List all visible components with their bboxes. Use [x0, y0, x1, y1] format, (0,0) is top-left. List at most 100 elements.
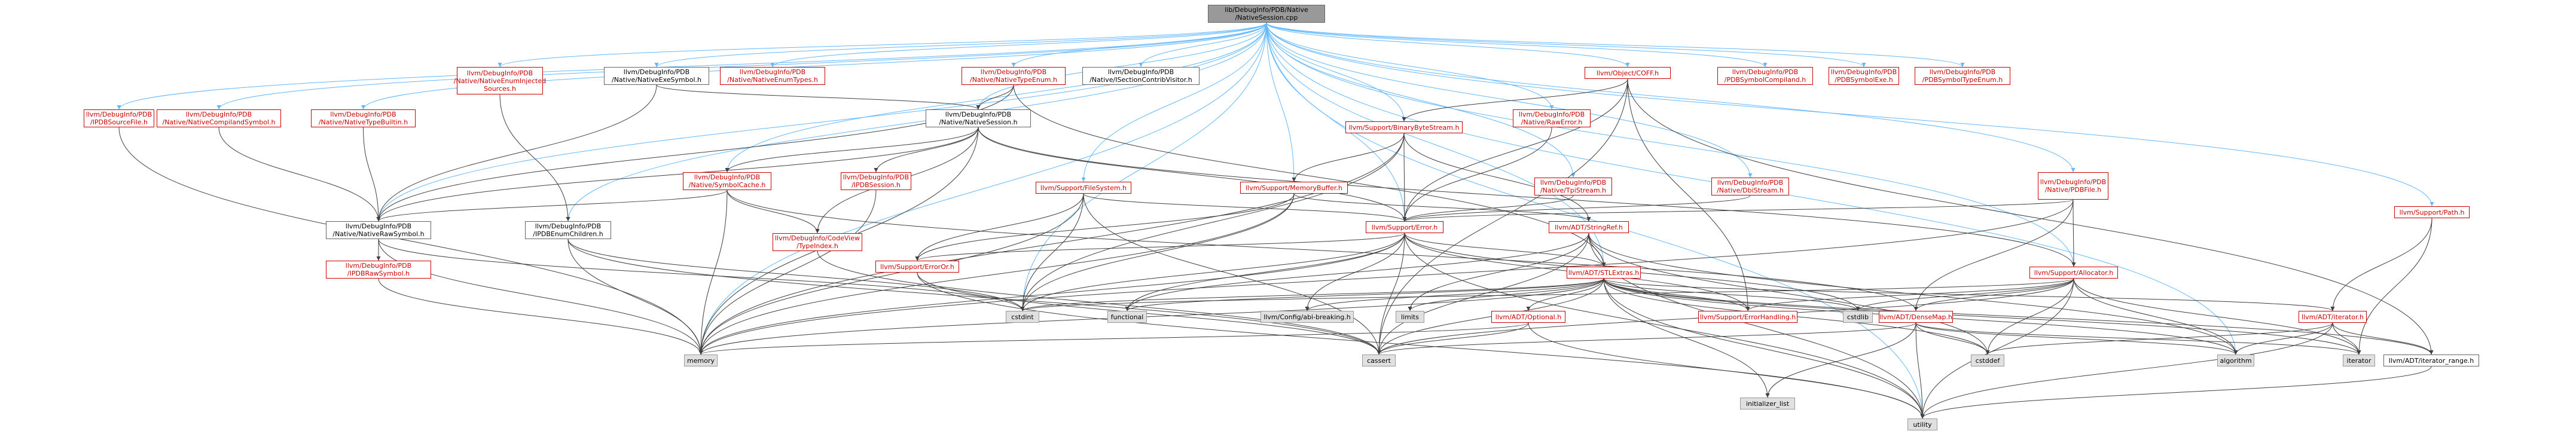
edge-nativerawsymbol-to-memory	[378, 239, 703, 355]
node-utility[interactable]: utility	[1907, 418, 1937, 430]
node-label-line: /IPDBSourceFile.h	[90, 118, 148, 126]
node-supportpath[interactable]: llvm/Support/Path.h	[2394, 206, 2470, 218]
edge-adtstringref-to-algorithm	[1588, 233, 2238, 355]
edge-ipdbsourcefile-to-memory	[118, 127, 703, 355]
node-nativeexesymbol[interactable]: llvm/DebugInfo/PDB/Native/NativeExeSymbo…	[604, 67, 709, 85]
edge-pdbfile-to-supporterror	[1402, 199, 2074, 222]
node-label-line: llvm/ADT/StringRef.h	[1555, 223, 1623, 231]
node-supportallocator[interactable]: llvm/Support/Allocator.h	[2029, 267, 2118, 279]
node-label-line: llvm/Support/Allocator.h	[2034, 268, 2114, 277]
node-label-line: cstdlib	[1846, 313, 1869, 321]
node-ipdbenumchildren[interactable]: llvm/DebugInfo/PDB/IPDBEnumChildren.h	[525, 221, 611, 239]
node-nativerawerror[interactable]: llvm/DebugInfo/PDB/Native/RawError.h	[1513, 109, 1591, 127]
edge-root-to-pdbsymbolcompiland	[1266, 22, 1768, 68]
node-tpistream[interactable]: llvm/DebugInfo/PDB/Native/TpiStream.h	[1534, 178, 1612, 195]
edge-root-to-supporterror	[1266, 22, 1407, 222]
node-nativeenuminjectedsources[interactable]: llvm/DebugInfo/PDB/Native/NativeEnumInje…	[454, 67, 546, 94]
node-functional[interactable]: functional	[1107, 311, 1147, 323]
node-label-line: llvm/DebugInfo/PDB	[185, 111, 252, 118]
edge-supporterror-to-utility	[1404, 233, 1925, 419]
node-adtiterator[interactable]: llvm/ADT/iterator.h	[2299, 311, 2367, 323]
edge-supporterror-to-cstdint	[1020, 233, 1405, 311]
node-cstddef[interactable]: cstddef	[1971, 355, 2004, 366]
node-dbistream[interactable]: llvm/DebugInfo/PDB/Native/DbiStream.h	[1711, 178, 1789, 195]
edge-codeviewtypeindex-to-cassert	[817, 250, 1381, 355]
node-memorybuffer[interactable]: llvm/Support/MemoryBuffer.h	[1240, 182, 1348, 194]
node-label-line: /Native/PDBFile.h	[2044, 186, 2102, 194]
node-label-line: /Native/NativeTypeEnum.h	[970, 76, 1057, 84]
node-supporterror[interactable]: llvm/Support/Error.h	[1366, 221, 1443, 233]
node-nativetypebuiltin[interactable]: llvm/DebugInfo/PDB/Native/NativeTypeBuil…	[311, 109, 416, 127]
node-cstdlib[interactable]: cstdlib	[1843, 311, 1873, 323]
edge-nativerawerror-to-supporterror	[1402, 127, 1552, 222]
edge-nativerawsymbol-to-cstdint	[378, 239, 1025, 311]
node-adtstringref[interactable]: llvm/ADT/StringRef.h	[1549, 221, 1629, 233]
node-label-line: lib/DebugInfo/PDB/Native	[1225, 6, 1308, 14]
edge-root-to-nativetypebuiltin	[361, 22, 1267, 110]
node-nativesymbolcache[interactable]: llvm/DebugInfo/PDB/Native/SymbolCache.h	[683, 172, 771, 190]
node-binarybytestream[interactable]: llvm/Support/BinaryByteStream.h	[1345, 121, 1463, 133]
edge-root-to-filesystem	[1081, 22, 1267, 182]
node-densemap[interactable]: llvm/ADT/DenseMap.h	[1879, 311, 1953, 323]
edge-objectcoff-to-supporterror	[1402, 78, 1628, 222]
node-label-line: llvm/ADT/iterator.h	[2302, 313, 2364, 321]
node-iteratorrange[interactable]: llvm/ADT/iterator_range.h	[2383, 355, 2479, 366]
node-pdbfile[interactable]: llvm/DebugInfo/PDB/Native/PDBFile.h	[2038, 172, 2108, 200]
node-root[interactable]: lib/DebugInfo/PDB/Native/NativeSession.c…	[1208, 5, 1325, 23]
edge-dbistream-to-supporterror	[1402, 195, 1751, 222]
node-pdbsymboltypeenum[interactable]: llvm/DebugInfo/PDB/PDBSymbolTypeEnum.h	[1915, 67, 2010, 85]
edge-adtstringref-to-functional	[1125, 233, 1589, 311]
node-label-line: /Native/TpiStream.h	[1540, 187, 1607, 194]
node-filesystem[interactable]: llvm/Support/FileSystem.h	[1036, 182, 1131, 194]
node-label-line: llvm/DebugInfo/PDB	[980, 68, 1047, 76]
node-objectcoff[interactable]: llvm/Object/COFF.h	[1585, 67, 1671, 79]
edge-binarybytestream-to-adtstringref	[1403, 133, 1591, 222]
node-label-line: llvm/DebugInfo/PDB	[345, 222, 412, 230]
node-iterator[interactable]: iterator	[2343, 355, 2375, 366]
edge-memorybuffer-to-adtstringref	[1293, 193, 1591, 222]
edge-root-to-objectcoff	[1266, 22, 1630, 68]
edge-root-to-supportallocator	[1266, 22, 2076, 267]
node-initializer-list[interactable]: initializer_list	[1740, 398, 1795, 410]
edge-adtiterator-to-utility	[1920, 322, 2333, 419]
node-label-line: llvm/DebugInfo/PDB	[945, 111, 1012, 118]
node-pdbsymbolexe[interactable]: llvm/DebugInfo/PDB/PDBSymbolExe.h	[1829, 67, 1899, 85]
edge-nativesymbolcache-to-densemap	[727, 190, 1918, 311]
node-label-line: llvm/ADT/DenseMap.h	[1879, 313, 1952, 321]
node-ipdbsession[interactable]: llvm/DebugInfo/PDB/IPDBSession.h	[841, 172, 911, 190]
node-errorhandling[interactable]: llvm/Support/ErrorHandling.h	[1698, 311, 1797, 323]
node-pdbsymbolcompiland[interactable]: llvm/DebugInfo/PDB/PDBSymbolCompiland.h	[1717, 67, 1813, 85]
edge-stlextras-to-abibreaking	[1305, 278, 1604, 311]
node-label-line: llvm/ADT/Optional.h	[1495, 313, 1562, 321]
node-abibreaking[interactable]: llvm/Config/abi-breaking.h	[1260, 311, 1354, 323]
edge-nativesession-to-supporterror	[978, 127, 1407, 222]
node-codeviewtypeindex[interactable]: llvm/DebugInfo/CodeView/TypeIndex.h	[773, 233, 862, 251]
node-nativerawsymbol[interactable]: llvm/DebugInfo/PDB/Native/NativeRawSymbo…	[326, 221, 431, 239]
node-nativesession[interactable]: llvm/DebugInfo/PDB/Native/NativeSession.…	[926, 109, 1031, 127]
node-nativecompilandsymbol[interactable]: llvm/DebugInfo/PDB/Native/NativeCompilan…	[157, 109, 281, 127]
node-adtoptional[interactable]: llvm/ADT/Optional.h	[1491, 311, 1565, 323]
node-ipdbrawsymbol[interactable]: llvm/DebugInfo/PDB/IPDBRawSymbol.h	[326, 261, 431, 279]
node-memory[interactable]: memory	[684, 355, 718, 366]
node-cassert[interactable]: cassert	[1362, 355, 1396, 366]
node-limits[interactable]: limits	[1396, 311, 1424, 323]
node-label-line: llvm/DebugInfo/PDB	[466, 69, 533, 77]
node-nativeenumtypes[interactable]: llvm/DebugInfo/PDB/Native/NativeEnumType…	[720, 67, 825, 85]
edge-densemap-to-cassert	[1376, 322, 1916, 355]
node-stlextras[interactable]: llvm/ADT/STLExtras.h	[1567, 267, 1641, 279]
node-cstdint[interactable]: cstdint	[1006, 311, 1039, 323]
edge-nativetypeenum-to-nativesession	[976, 84, 1014, 110]
edge-supportpath-to-iterator	[2357, 218, 2432, 355]
node-label-line: llvm/DebugInfo/PDB	[1518, 111, 1585, 118]
node-ipdbsourcefile[interactable]: llvm/DebugInfo/PDB/IPDBSourceFile.h	[84, 109, 154, 127]
node-supporterroror[interactable]: llvm/Support/ErrorOr.h	[875, 261, 959, 273]
node-algorithm[interactable]: algorithm	[2217, 355, 2254, 366]
edge-nativetypeenum-to-nativerawsymbol	[376, 84, 1014, 222]
node-sectioncontribvisitor[interactable]: llvm/DebugInfo/PDB/Native/ISectionContri…	[1082, 67, 1200, 85]
edge-root-to-sectioncontribvisitor	[1139, 22, 1267, 68]
edge-adtstringref-to-cstddef	[1588, 233, 1990, 355]
node-nativetypeenum[interactable]: llvm/DebugInfo/PDB/Native/NativeTypeEnum…	[962, 67, 1066, 85]
edge-root-to-ipdbenumchildren	[566, 22, 1267, 222]
node-label-line: llvm/DebugInfo/CodeView	[775, 234, 860, 242]
edge-supportallocator-to-cstdlib	[1855, 278, 2074, 311]
